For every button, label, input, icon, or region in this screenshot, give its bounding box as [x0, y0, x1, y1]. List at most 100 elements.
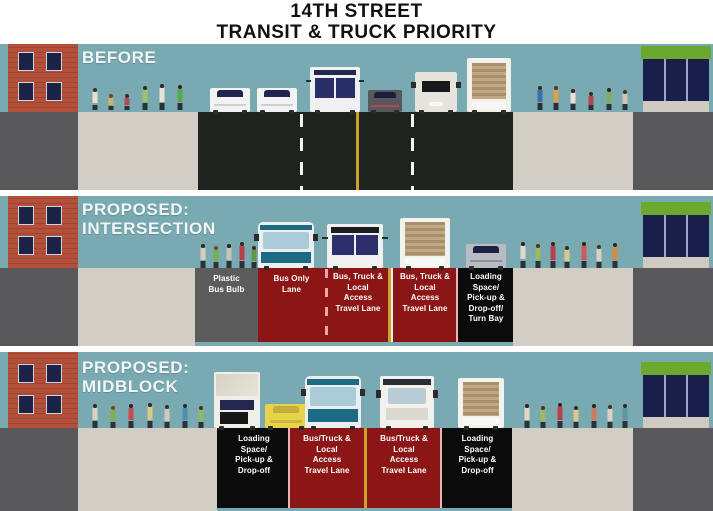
label-line: Pick-up & [235, 455, 273, 464]
label-line: Local [414, 282, 436, 292]
label-line: Travel Lane [381, 465, 427, 475]
building-right [633, 352, 713, 428]
pedestrian [213, 246, 219, 268]
lane-edge-line [288, 428, 290, 508]
center-line-yellow [388, 268, 391, 342]
vehicle-white-truck-front [376, 376, 438, 430]
pedestrian [549, 242, 556, 268]
storefront-windows [643, 215, 709, 257]
pedestrian [158, 84, 165, 110]
window-icon [18, 52, 34, 71]
label-line: Pick-up & [458, 455, 497, 464]
pedestrian [570, 89, 576, 110]
mullion-icon [664, 59, 666, 101]
section-label-line: PROPOSED: [82, 200, 190, 219]
curb-right [633, 428, 713, 511]
label-line: Local [393, 444, 415, 454]
section-label-line: MIDBLOCK [82, 377, 179, 396]
label-bus-only-lane: Bus Only Lane [258, 274, 325, 295]
sidewalk-left [78, 428, 217, 511]
lane-loading-right [442, 428, 512, 508]
lane-dash-right [411, 114, 414, 190]
pedestrian [520, 242, 526, 268]
section-label-intersection: PROPOSED: INTERSECTION [82, 200, 216, 238]
pedestrian [556, 403, 563, 428]
lane-bus-truck-local-2 [367, 428, 442, 508]
section-label-line: BEFORE [82, 48, 157, 67]
label-loading-right: Loading Space/ Pick-up & Drop-off [443, 434, 512, 476]
brick-facade-left [8, 196, 78, 268]
pedestrian [590, 404, 597, 428]
sidewalk-left [78, 112, 198, 190]
section-intersection: Plastic Bus Bulb Bus Only Lane Bus, Truc… [0, 196, 713, 346]
label-line: Loading [461, 434, 494, 443]
section-label-line: PROPOSED: [82, 358, 190, 377]
pedestrian [164, 405, 170, 428]
label-line: Plastic [213, 274, 240, 283]
vehicle-white-truck [214, 372, 260, 430]
vehicle-gray-car [466, 244, 506, 270]
brick-facade-left [8, 44, 78, 112]
storefront-base [643, 101, 709, 112]
sidewalk-right [512, 428, 633, 511]
label-line: Bus, Truck & [399, 272, 451, 281]
building-left [0, 44, 78, 112]
vehicle-box-truck [458, 378, 504, 430]
label-bus-truck-local-2: Bus/Truck & Local Access Travel Lane [368, 434, 440, 476]
vehicle-white-van [411, 72, 461, 114]
pedestrian [128, 404, 134, 428]
pedestrian [564, 246, 570, 268]
vehicle-box-truck [467, 58, 511, 114]
window-icon [18, 82, 34, 101]
section-label-line: INTERSECTION [82, 219, 216, 238]
sidewalk-left [78, 268, 195, 346]
label-bus-truck-local-2: Bus, Truck & Local Access Travel Lane [394, 272, 456, 314]
pedestrian [108, 94, 114, 110]
pedestrian [146, 403, 153, 428]
label-line: Drop-off [461, 465, 494, 475]
pedestrian [92, 404, 98, 428]
label-line: Access [410, 293, 440, 302]
pedestrian [607, 405, 613, 428]
pedestrian [622, 90, 628, 110]
curb-right [633, 112, 713, 190]
lane-loading-left [217, 428, 290, 508]
label-line: Bus, Truck & [332, 272, 384, 281]
lane-edge-line [456, 268, 458, 342]
label-line: Space/ [472, 282, 500, 292]
mullion-icon [686, 59, 688, 101]
title-line-2: TRANSIT & TRUCK PRIORITY [216, 22, 497, 43]
sidewalk-right [513, 112, 633, 190]
center-line-yellow [356, 112, 359, 190]
window-icon [18, 236, 34, 255]
label-line: Bus Only [273, 274, 310, 283]
label-line: Loading [470, 272, 502, 281]
vehicle-teal-bus-front [254, 222, 318, 270]
curb-left [0, 268, 78, 346]
label-line: Local [347, 282, 369, 292]
pedestrian [176, 85, 183, 110]
label-line: Bus/Truck & [303, 434, 351, 443]
label-loading-turn-bay: Loading Space/ Pick-up & Drop-off/ Turn … [459, 272, 513, 325]
awning-icon [641, 46, 711, 59]
mullion-icon [686, 215, 688, 257]
label-loading-left: Loading Space/ Pick-up & Drop-off [218, 434, 290, 476]
label-line: Local [316, 444, 338, 454]
label-line: Turn Bay [468, 314, 504, 323]
label-line: Access [343, 293, 373, 302]
pedestrian [612, 243, 618, 268]
vehicle-white-bus-front [322, 224, 388, 270]
pedestrian [573, 406, 579, 428]
curb-right [633, 268, 713, 346]
lane-plastic-bus-bulb [195, 268, 258, 342]
storefront-windows [643, 375, 709, 417]
building-right [633, 44, 713, 112]
vehicle-white-car [257, 88, 297, 114]
pedestrian [251, 246, 257, 268]
label-line: Space/ [240, 444, 268, 454]
label-line: Bus Bulb [208, 284, 245, 294]
lane-loading-turn-bay [458, 268, 513, 342]
mullion-icon [664, 375, 666, 417]
window-icon [46, 236, 62, 255]
pedestrian [142, 86, 148, 110]
